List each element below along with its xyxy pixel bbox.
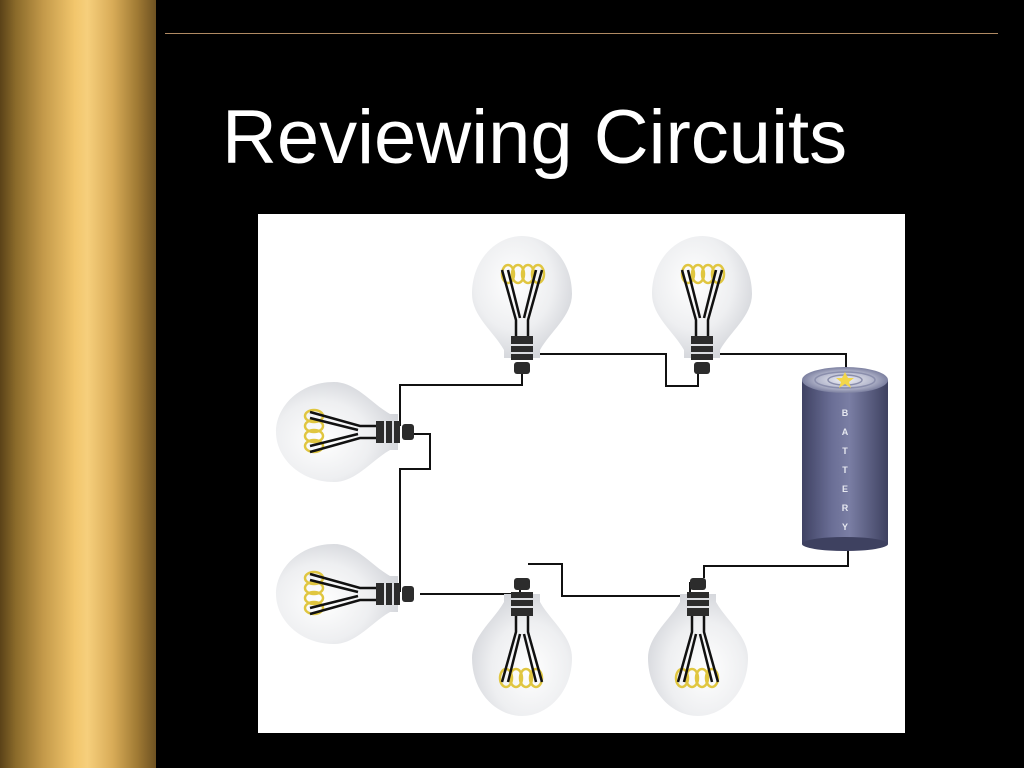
battery-letter-5: E xyxy=(842,484,848,494)
gold-side-bar xyxy=(0,0,156,768)
wire-bottom-middle xyxy=(528,563,691,597)
bulb-bottom-left xyxy=(472,578,572,716)
battery-letter-3: T xyxy=(842,446,848,456)
wire-top-middle xyxy=(534,353,699,387)
bulb-bottom-right xyxy=(648,578,748,716)
circuit-diagram: B A T T E R Y xyxy=(258,214,905,733)
bulb-left-lower xyxy=(276,544,414,644)
wire-top-right xyxy=(710,353,847,372)
battery-letter-1: B xyxy=(842,408,849,418)
bulb-left-upper xyxy=(276,382,414,482)
wire-left-vertical xyxy=(399,433,431,592)
wire-bottom-left xyxy=(420,582,521,595)
battery: B A T T E R Y xyxy=(802,367,888,551)
circuit-wires xyxy=(399,353,849,597)
battery-letter-7: Y xyxy=(842,522,848,532)
bulb-top-right xyxy=(652,236,752,374)
battery-letter-6: R xyxy=(842,503,849,513)
title-rule xyxy=(165,33,998,34)
wire-top-left xyxy=(399,370,523,426)
wire-bottom-right xyxy=(703,544,849,578)
battery-letter-4: T xyxy=(842,465,848,475)
slide-title: Reviewing Circuits xyxy=(222,95,848,180)
bulb-top-left xyxy=(472,236,572,374)
battery-letter-2: A xyxy=(842,427,849,437)
